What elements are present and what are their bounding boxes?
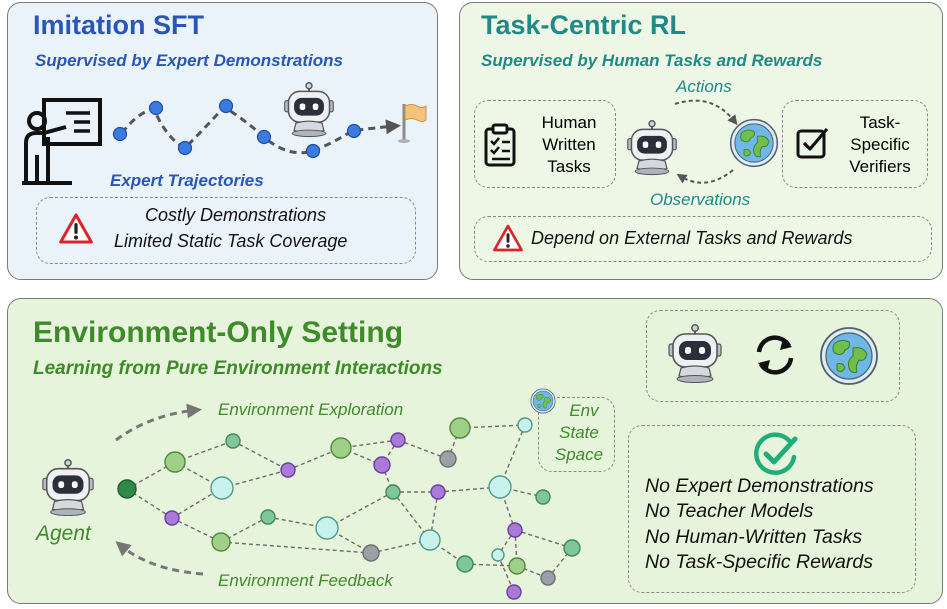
rl-subtitle: Supervised by Human Tasks and Rewards bbox=[481, 51, 823, 70]
state-node bbox=[430, 484, 446, 500]
sft-subtitle: Supervised by Expert Demonstrations bbox=[35, 51, 343, 70]
globe-icon bbox=[819, 326, 879, 386]
state-node bbox=[315, 516, 339, 540]
graph-edge bbox=[220, 541, 372, 554]
graph-edge bbox=[340, 439, 399, 449]
benefit-2: No Teacher Models bbox=[645, 500, 814, 522]
env-subtitle: Learning from Pure Environment Interacti… bbox=[33, 358, 443, 379]
env-exploration-label: Environment Exploration bbox=[218, 400, 404, 419]
state-node bbox=[280, 462, 296, 478]
state-node bbox=[390, 432, 406, 448]
state-node bbox=[330, 437, 352, 459]
sft-limitations-box bbox=[36, 197, 416, 264]
graph-edge bbox=[516, 565, 549, 579]
rl-title: Task-Centric RL bbox=[481, 10, 687, 40]
state-node bbox=[164, 451, 186, 473]
graph-edge bbox=[221, 469, 289, 489]
state-node bbox=[508, 557, 526, 575]
state-node bbox=[540, 570, 556, 586]
clipboard-icon bbox=[484, 123, 516, 167]
graph-edge bbox=[447, 427, 461, 460]
state-node bbox=[456, 555, 474, 573]
task-centric-rl-panel bbox=[459, 2, 943, 280]
state-node bbox=[362, 544, 380, 562]
agent-label: Agent bbox=[36, 522, 91, 545]
env-title: Environment-Only Setting bbox=[33, 316, 404, 349]
robot-icon bbox=[665, 322, 725, 386]
graph-edge bbox=[287, 447, 342, 471]
graph-edge bbox=[514, 529, 573, 549]
sft-limitation-2: Limited Static Task Coverage bbox=[114, 231, 348, 251]
benefit-4: No Task-Specific Rewards bbox=[645, 551, 873, 573]
state-node bbox=[507, 522, 523, 538]
rl-limitation: Depend on External Tasks and Rewards bbox=[531, 228, 853, 248]
expert-trajectories-label: Expert Trajectories bbox=[110, 171, 264, 190]
graph-edge bbox=[232, 440, 289, 471]
benefit-3: No Human-Written Tasks bbox=[645, 526, 863, 548]
state-node bbox=[225, 433, 241, 449]
expert-trajectory bbox=[112, 98, 401, 159]
state-node bbox=[488, 475, 512, 499]
graph-edge bbox=[459, 424, 526, 429]
agent-env-loop-box bbox=[646, 310, 900, 402]
flag-icon bbox=[398, 104, 427, 143]
state-node bbox=[419, 529, 441, 551]
rl-limitation-box bbox=[474, 216, 932, 262]
graph-edge bbox=[326, 491, 394, 529]
graph-edge bbox=[429, 491, 439, 541]
actions-label: Actions bbox=[676, 77, 732, 96]
state-node bbox=[164, 510, 180, 526]
checkbox-icon bbox=[796, 127, 829, 159]
benefits-box bbox=[628, 425, 916, 593]
state-space-box bbox=[538, 397, 615, 472]
action-observation-loop bbox=[674, 99, 738, 184]
env-feedback-label: Environment Feedback bbox=[218, 571, 393, 590]
human-tasks-box bbox=[474, 100, 616, 188]
observations-label: Observations bbox=[650, 190, 751, 209]
graph-edge bbox=[171, 487, 223, 519]
state-node bbox=[210, 476, 234, 500]
verifiers-box bbox=[782, 100, 928, 188]
sft-limitation-1: Costly Demonstrations bbox=[145, 205, 327, 225]
benefit-1: No Expert Demonstrations bbox=[645, 475, 874, 497]
state-node bbox=[260, 509, 276, 525]
state-node bbox=[517, 417, 533, 433]
state-node bbox=[373, 456, 391, 474]
state-node bbox=[211, 532, 231, 552]
state-node bbox=[535, 489, 551, 505]
graph-edge bbox=[497, 529, 516, 556]
state-node bbox=[439, 450, 457, 468]
state-node bbox=[491, 548, 505, 562]
check-circle-icon bbox=[754, 432, 798, 475]
state-node bbox=[563, 539, 581, 557]
graph-edge bbox=[397, 439, 449, 460]
state-node bbox=[385, 484, 401, 500]
cycle-icon bbox=[756, 335, 794, 375]
teacher-icon bbox=[22, 98, 102, 185]
sft-title: Imitation SFT bbox=[33, 10, 204, 40]
state-node bbox=[449, 417, 471, 439]
state-node bbox=[117, 479, 137, 499]
state-node bbox=[506, 584, 522, 600]
